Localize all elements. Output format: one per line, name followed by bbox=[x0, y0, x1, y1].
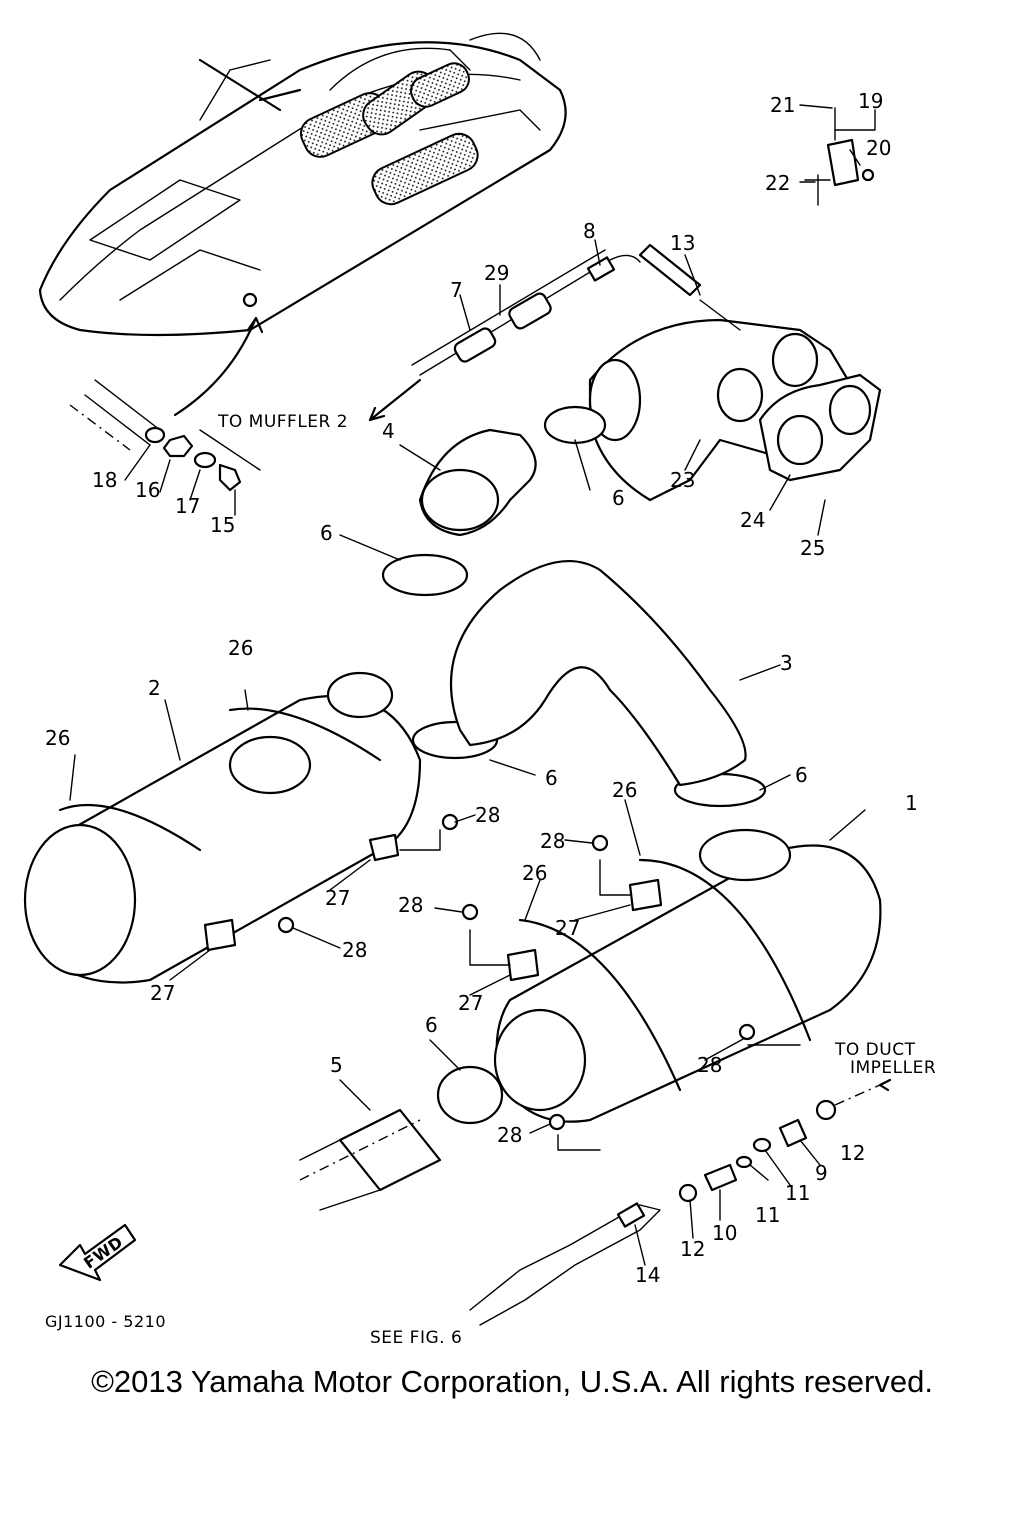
callout-14: 14 bbox=[635, 1263, 660, 1287]
copyright-footer: ©2013 Yamaha Motor Corporation, U.S.A. A… bbox=[91, 1364, 933, 1399]
callout-4: 4 bbox=[382, 419, 395, 443]
water-hose-group bbox=[368, 249, 641, 422]
callout-8: 8 bbox=[583, 219, 596, 243]
drawing-code: GJ1100 - 5210 bbox=[45, 1312, 166, 1331]
callout-28b: 28 bbox=[540, 829, 565, 853]
callout-13: 13 bbox=[670, 231, 695, 255]
joint-hose-part-4 bbox=[418, 428, 537, 537]
callout-15: 15 bbox=[210, 513, 235, 537]
hose-fitting-group bbox=[69, 379, 261, 492]
callout-28d: 28 bbox=[342, 938, 367, 962]
fwd-arrow-icon: FWD bbox=[58, 1223, 137, 1282]
callout-27a: 27 bbox=[325, 886, 350, 910]
callout-6b: 6 bbox=[612, 486, 625, 510]
note-to-duct-2: IMPELLER bbox=[850, 1058, 936, 1078]
callout-28e: 28 bbox=[697, 1053, 722, 1077]
callout-10: 10 bbox=[712, 1221, 737, 1245]
callout-23: 23 bbox=[670, 468, 695, 492]
callout-6d: 6 bbox=[795, 763, 808, 787]
callout-5: 5 bbox=[330, 1053, 343, 1077]
fitting-group bbox=[469, 1078, 892, 1326]
note-to-duct-1: TO DUCT bbox=[834, 1040, 916, 1060]
callout-27c: 27 bbox=[458, 991, 483, 1015]
callout-18: 18 bbox=[92, 468, 117, 492]
callout-25: 25 bbox=[800, 536, 825, 560]
callout-21: 21 bbox=[770, 93, 795, 117]
callout-1: 1 bbox=[905, 791, 918, 815]
muffler-part-1 bbox=[493, 828, 882, 1123]
callout-19: 19 bbox=[858, 89, 883, 113]
callout-28f: 28 bbox=[497, 1123, 522, 1147]
callout-11a: 11 bbox=[755, 1203, 780, 1227]
callout-22: 22 bbox=[765, 171, 790, 195]
callout-11b: 11 bbox=[785, 1181, 810, 1205]
callout-26d: 26 bbox=[522, 861, 547, 885]
fwd-label: FWD bbox=[80, 1232, 126, 1272]
callout-9: 9 bbox=[815, 1161, 828, 1185]
callout-16: 16 bbox=[135, 478, 160, 502]
callout-26a: 26 bbox=[228, 636, 253, 660]
callout-6e: 6 bbox=[425, 1013, 438, 1037]
callout-20: 20 bbox=[866, 136, 891, 160]
callout-27b: 27 bbox=[150, 981, 175, 1005]
watercraft-illustration bbox=[38, 32, 567, 417]
callout-29: 29 bbox=[484, 261, 509, 285]
note-see-fig: SEE FIG. 6 bbox=[370, 1328, 462, 1348]
bracket-and-bolt-group bbox=[203, 813, 801, 1151]
muffler-part-2 bbox=[23, 671, 422, 984]
callout-28a: 28 bbox=[475, 803, 500, 827]
callout-17: 17 bbox=[175, 494, 200, 518]
clamp-group-19-22 bbox=[804, 107, 875, 206]
callout-12a: 12 bbox=[840, 1141, 865, 1165]
callout-12b: 12 bbox=[680, 1237, 705, 1261]
exhaust-hose-part-3 bbox=[449, 559, 747, 787]
callout-6a: 6 bbox=[320, 521, 333, 545]
callout-2: 2 bbox=[148, 676, 161, 700]
callout-27d: 27 bbox=[555, 916, 580, 940]
note-to-muffler: TO MUFFLER 2 bbox=[217, 412, 348, 432]
callout-7: 7 bbox=[450, 278, 463, 302]
callout-26b: 26 bbox=[45, 726, 70, 750]
callout-labels: 1 2 3 4 5 6 6 6 6 6 7 8 9 10 11 11 12 12… bbox=[45, 89, 936, 1348]
callout-6c: 6 bbox=[545, 766, 558, 790]
hose-part-5 bbox=[299, 1108, 442, 1211]
callout-28c: 28 bbox=[398, 893, 423, 917]
leader-lines bbox=[69, 104, 876, 1266]
callout-26c: 26 bbox=[612, 778, 637, 802]
exhaust-manifold-group bbox=[588, 243, 882, 502]
callout-3: 3 bbox=[780, 651, 793, 675]
callout-24: 24 bbox=[740, 508, 765, 532]
